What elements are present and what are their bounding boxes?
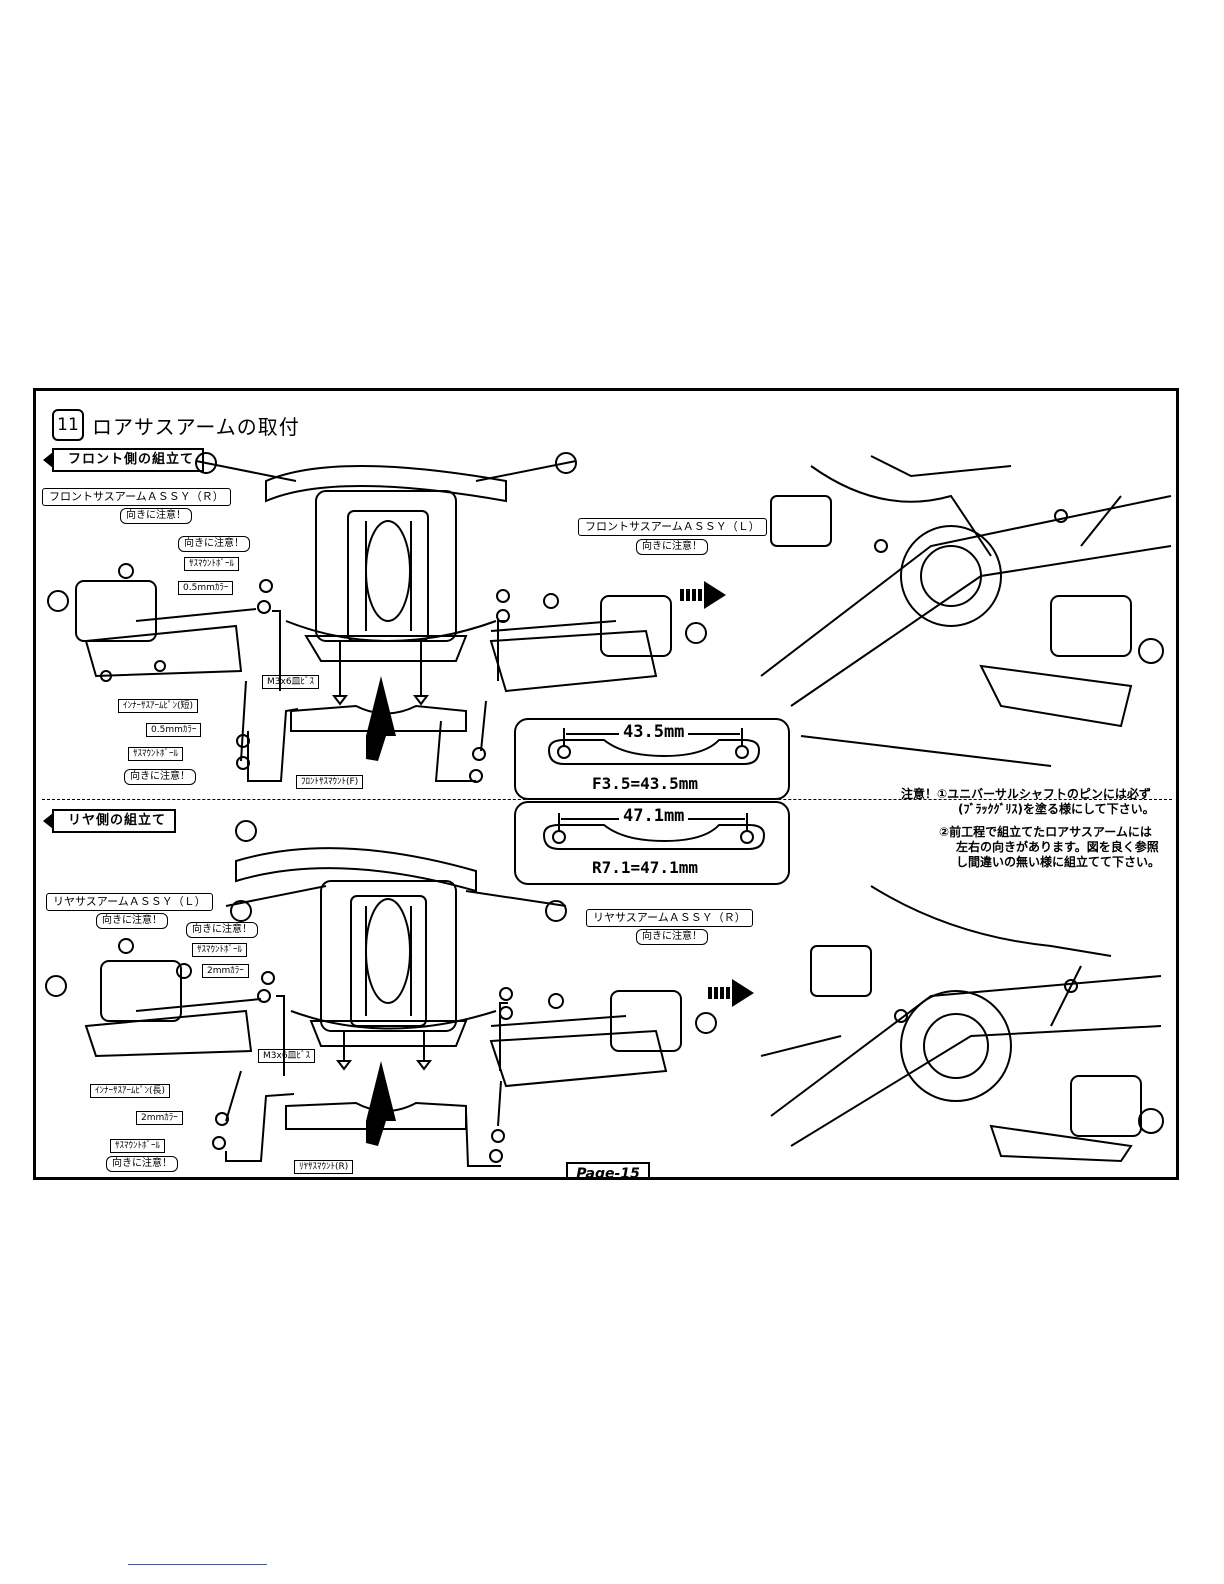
front-inner-pin-label: ｲﾝﾅｰｻｽｱｰﾑﾋﾟﾝ(短) [118,699,199,713]
rear-collar-bottom: 2mmｶﾗｰ [136,1111,183,1125]
front-attention-bottom: 向きに注意！ [124,769,196,785]
front-susmount-ball-top: ｻｽﾏｳﾝﾄﾎﾞｰﾙ [184,557,240,571]
front-assy-l-label: フロントサスアームＡＳＳＹ（Ｌ） [578,518,767,536]
front-screw-label: M3x6皿ﾋﾞｽ [262,675,320,689]
note-line-4: 左右の向きがあります。図を良く参照 [956,840,1159,854]
note-line-2: (ﾌﾞﾗｯｸｸﾞﾘｽ)を塗る様にして下さい。 [958,802,1155,816]
front-section-tag: フロント側の組立て [42,448,205,472]
rear-susmount-ball-top: ｻｽﾏｳﾝﾄﾎﾞｰﾙ [192,943,248,957]
rear-measure-equation: R7.1=47.1mm [592,858,698,877]
rear-attention-bottom: 向きに注意！ [106,1156,178,1172]
step-number: 11 [52,409,84,441]
rear-assy-l-label: リヤサスアームＡＳＳＹ（Ｌ） [46,893,213,911]
note-line-1: 注意！①ユニバーサルシャフトのピンには必ず [901,787,1151,801]
instruction-frame: 11 ロアサスアームの取付 フロント側の組立て フロントサスアームＡＳＳＹ（Ｒ）… [33,388,1179,1180]
front-assy-l-note: 向きに注意！ [636,539,708,555]
front-measure-equation: F3.5=43.5mm [592,774,698,793]
front-attention-top: 向きに注意！ [178,536,250,552]
note-line-5: し間違いの無い様に組立てて下さい。 [956,855,1161,869]
rear-mount-label: ﾘﾔｻｽﾏｳﾝﾄ(R) [294,1160,354,1174]
rear-assembled-view [760,885,1164,1163]
rear-susmount-ball-bottom: ｻｽﾏｳﾝﾄﾎﾞｰﾙ [110,1139,166,1153]
rear-section-tag: リヤ側の組立て [42,809,177,833]
front-assembled-view [760,455,1172,767]
section-divider [42,799,1172,800]
front-susmount-ball-bottom: ｻｽﾏｳﾝﾄﾎﾞｰﾙ [128,747,184,761]
bottom-link-underline [128,1564,267,1565]
front-measure-value: 43.5mm [619,722,689,742]
front-assembly-drawing [47,452,726,783]
page-number: Page-15 [566,1162,650,1177]
rear-assy-r-note: 向きに注意！ [636,929,708,945]
rear-inner-pin-label: ｲﾝﾅｰｻｽｱｰﾑﾋﾟﾝ(長) [90,1084,171,1098]
step-title: ロアサスアームの取付 [92,415,300,439]
rear-assy-l-note: 向きに注意！ [96,913,168,929]
rear-assy-r-label: リヤサスアームＡＳＳＹ（Ｒ） [586,909,753,927]
rear-assembly-drawing [45,820,754,1167]
front-assy-r-label: フロントサスアームＡＳＳＹ（Ｒ） [42,488,231,506]
rear-attention-top: 向きに注意！ [186,922,258,938]
front-assy-r-note: 向きに注意！ [120,508,192,524]
rear-screw-label: M3x6皿ﾋﾞｽ [258,1049,316,1063]
front-collar-bottom: 0.5mmｶﾗｰ [146,723,202,737]
note-line-3: ②前工程で組立てたロアサスアームには [939,825,1152,839]
rear-measure-value: 47.1mm [619,806,689,826]
front-mount-label: ﾌﾛﾝﾄｻｽﾏｳﾝﾄ(F) [296,775,364,789]
front-collar-top: 0.5mmｶﾗｰ [178,581,234,595]
rear-collar-top: 2mmｶﾗｰ [202,964,249,978]
